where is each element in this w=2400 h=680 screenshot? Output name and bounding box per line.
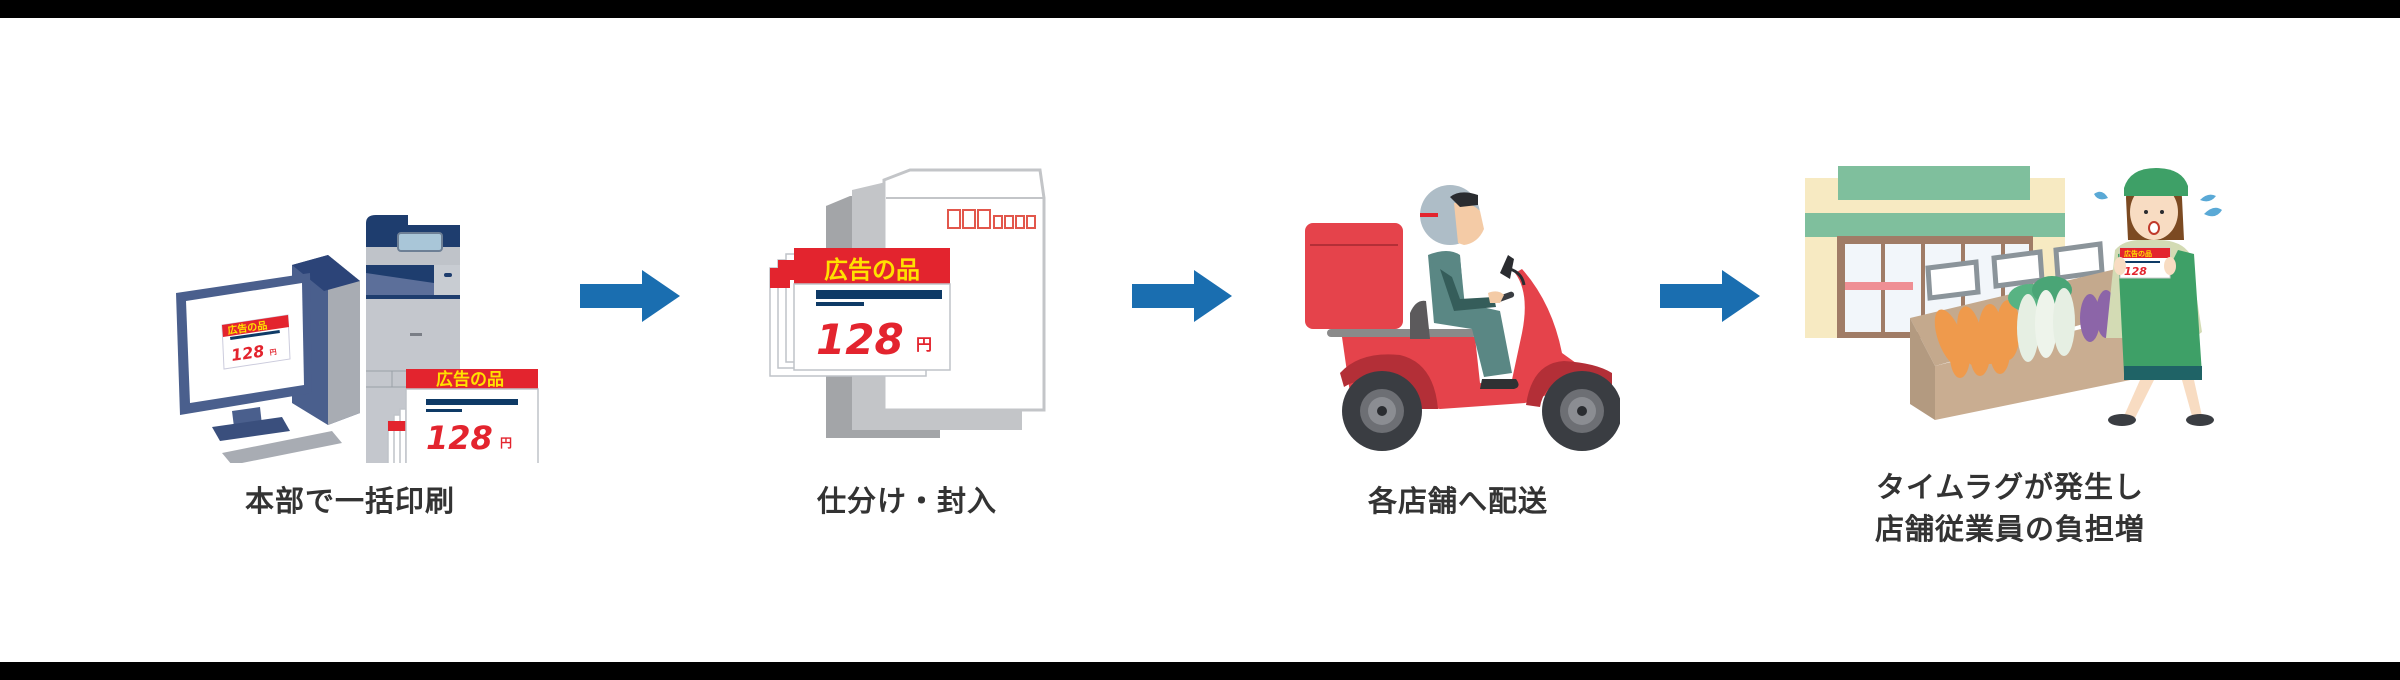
screen-pop-card: 広告の品 128 円 — [221, 314, 291, 370]
printed-pop-card-stack: 広告の品 128 円 — [387, 369, 539, 463]
arrow-right-icon — [580, 270, 680, 322]
scooter-icon — [1340, 255, 1620, 451]
produce-stand-icon — [1910, 268, 2140, 420]
step-caption: 仕分け・封入 — [697, 480, 1117, 522]
svg-text:円: 円 — [269, 348, 277, 357]
daikon-radishes — [2008, 276, 2075, 362]
caption-line: タイムラグが発生し — [1876, 470, 2144, 504]
carrots — [1934, 300, 2020, 378]
step-caption: 本部で一括印刷 — [140, 480, 560, 522]
diagram-canvas: 広告の品 128 円 — [0, 18, 2400, 662]
caption-line: 仕分け・封入 — [816, 484, 997, 518]
price-sign-frames — [1925, 241, 2105, 301]
postal-code-boxes — [947, 209, 1036, 229]
caption-line: 店舗従業員の負担増 — [1874, 512, 2145, 546]
svg-text:円: 円 — [916, 335, 932, 354]
store-clerk-illustration: 広告の品 128 — [1805, 166, 2222, 426]
svg-text:128: 128 — [230, 341, 266, 364]
svg-text:広告の品: 広告の品 — [824, 256, 920, 284]
step-caption: 各店舗へ配送 — [1248, 480, 1668, 522]
pop-card-stack: 広告の品 128 円 — [769, 248, 951, 377]
held-pop-card: 広告の品 128 — [2114, 247, 2176, 279]
step-caption: タイムラグが発生し 店舗従業員の負担増 — [1800, 466, 2220, 550]
delivery-rider-icon — [1410, 185, 1519, 389]
caption-line: 本部で一括印刷 — [244, 484, 455, 518]
svg-text:128: 128 — [426, 419, 493, 457]
svg-text:128: 128 — [816, 315, 904, 364]
arrow-right-icon — [1660, 270, 1760, 322]
svg-text:広告の品: 広告の品 — [2124, 249, 2152, 258]
arrow-right-icon — [1132, 270, 1232, 322]
store-clerk-icon — [2094, 168, 2222, 426]
delivery-scooter-illustration — [1305, 185, 1620, 451]
computer-printer-illustration: 広告の品 128 円 — [176, 215, 539, 463]
delivery-box-icon — [1305, 223, 1403, 329]
svg-text:円: 円 — [500, 436, 512, 450]
svg-text:広告の品: 広告の品 — [436, 369, 504, 390]
caption-line: 各店舗へ配送 — [1367, 484, 1548, 518]
envelope-illustration: 広告の品 128 円 — [769, 168, 1046, 438]
svg-text:128: 128 — [2124, 265, 2147, 278]
